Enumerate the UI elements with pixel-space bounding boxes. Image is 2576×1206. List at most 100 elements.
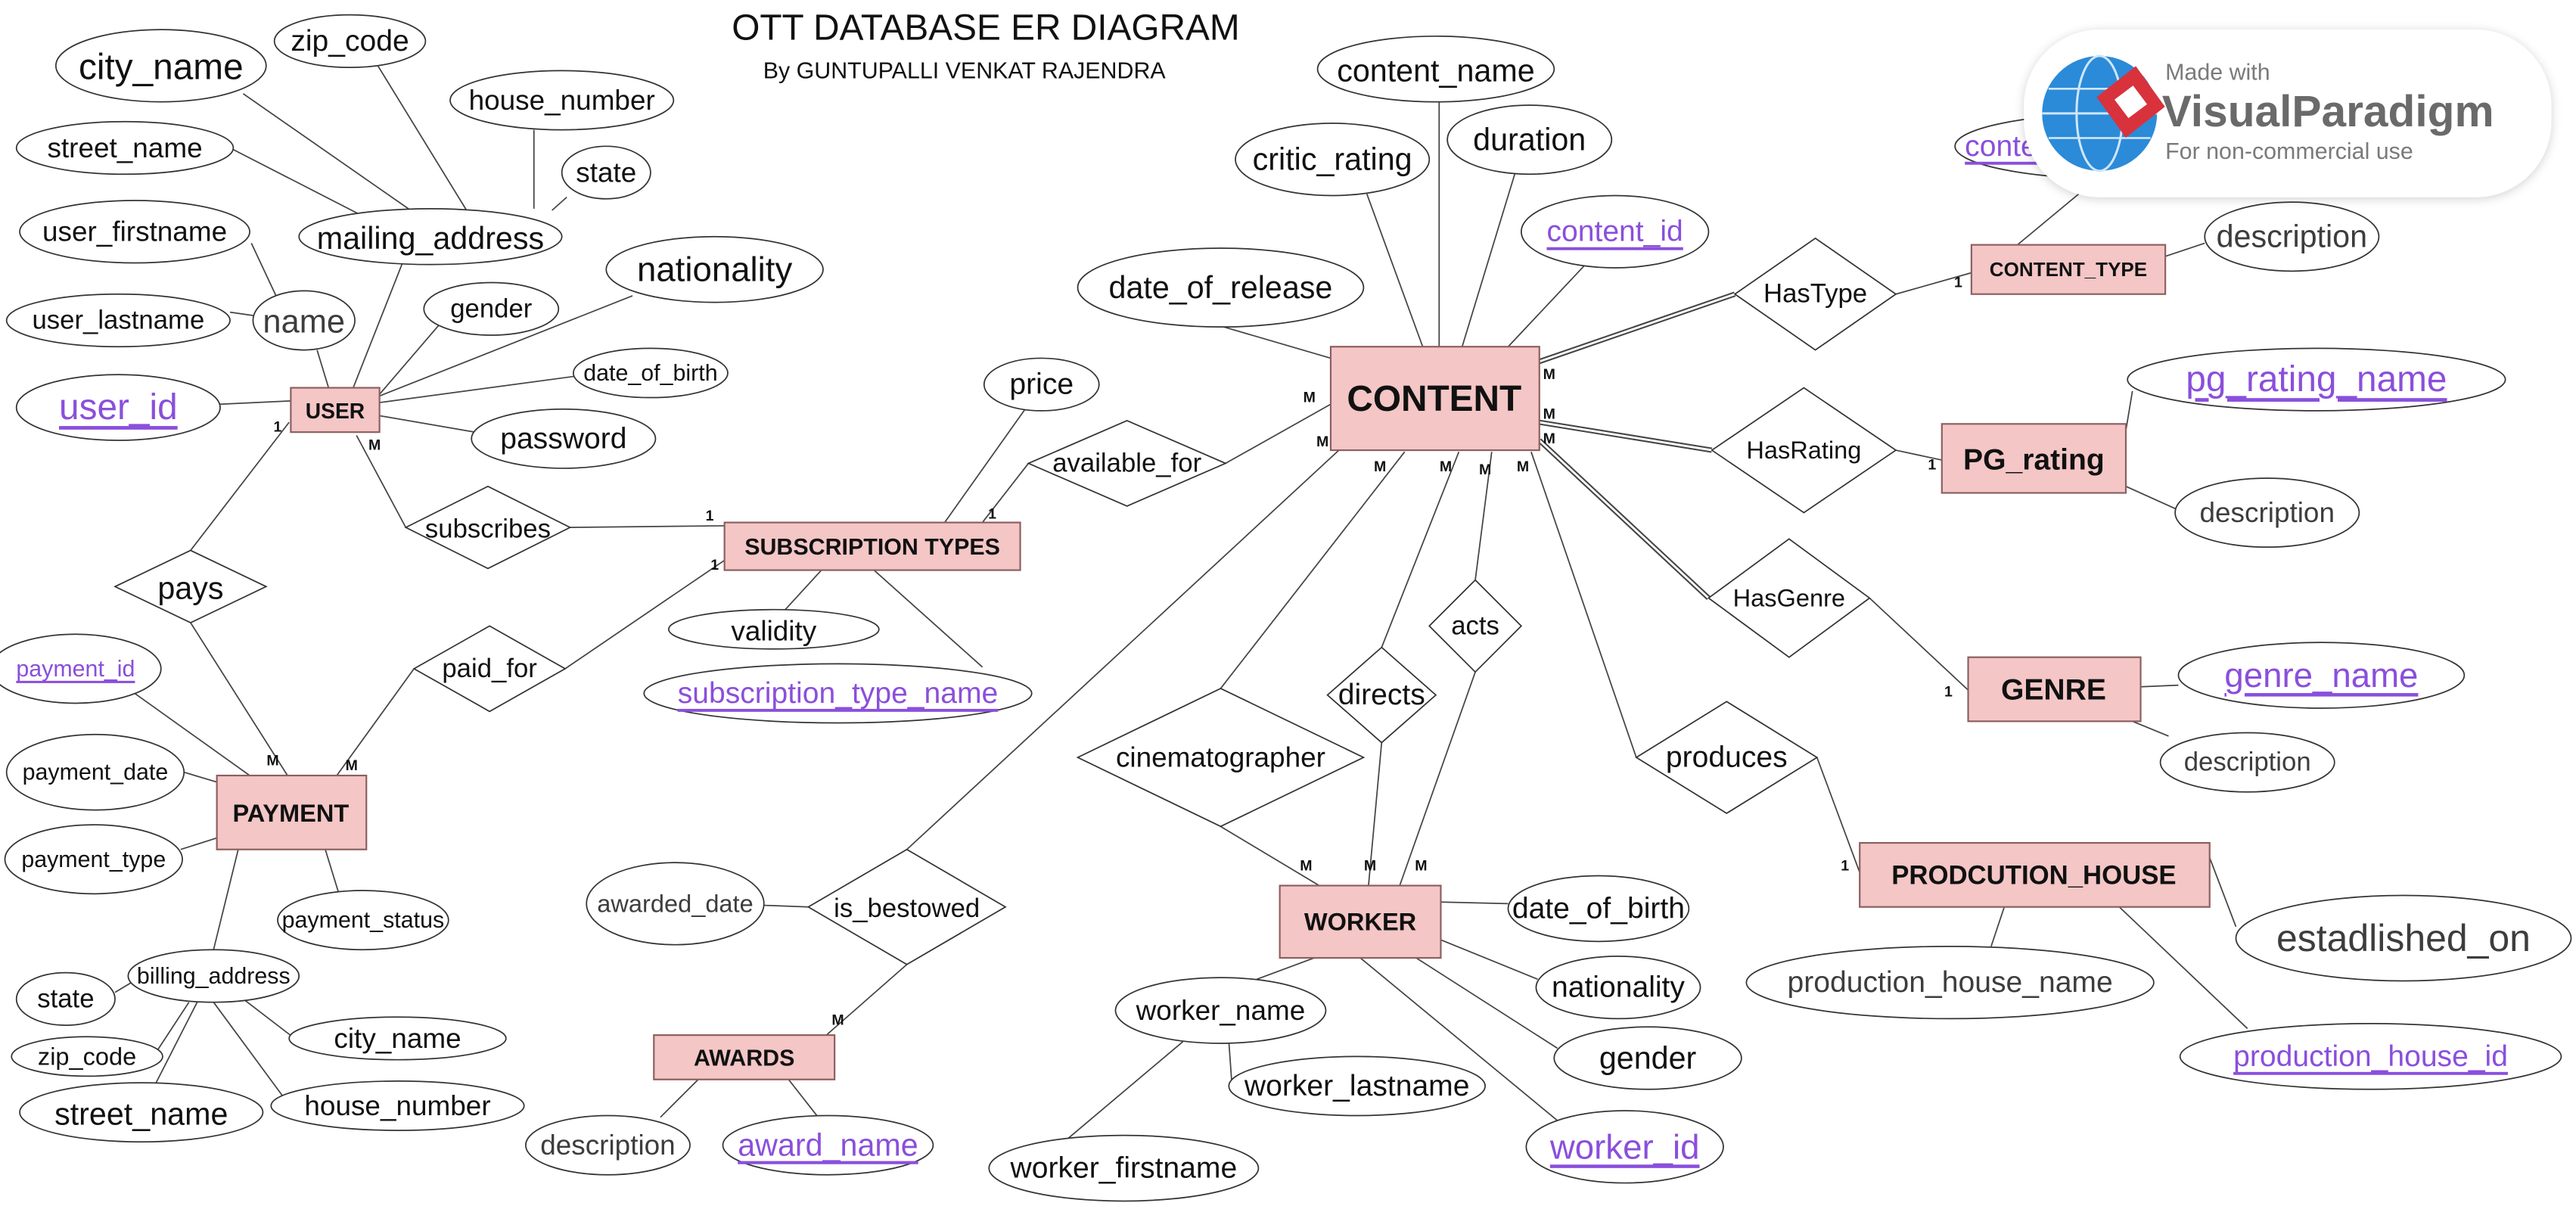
connector-produces-production-house — [1816, 757, 1861, 873]
connector-worker-id — [1359, 957, 1558, 1121]
relationship-pays-diamond — [113, 549, 268, 624]
billing-zip-code-oval — [11, 1036, 163, 1077]
cardinality-marks: M 1 1 M M 1 1 M M 1 M 1 M 1 M 1 M M M M … — [266, 275, 1962, 1029]
cardinality-content-available-for: M — [1304, 390, 1316, 406]
cardinality-content-directs: M — [1440, 458, 1452, 475]
relationship-subscribes: subscribes — [404, 485, 572, 570]
date-of-release-label: date_of_release — [1109, 270, 1333, 305]
cardinality-subscription-available-for: 1 — [988, 506, 996, 523]
connector-name-lastname — [229, 311, 253, 316]
cardinality-content-cinematographer: M — [1374, 458, 1386, 475]
connector-worker-name — [1256, 957, 1315, 981]
relationship-produces-label: produces — [1666, 741, 1788, 774]
billing-street-name-oval — [19, 1082, 264, 1143]
relationship-acts: acts — [1428, 579, 1523, 673]
connector-content-cinematographer — [1220, 451, 1406, 689]
worker-gender-oval — [1553, 1026, 1742, 1090]
entity-content-label: CONTENT — [1347, 379, 1521, 419]
pg-rating-description-oval — [2174, 477, 2360, 549]
entity-user-label: USER — [306, 399, 365, 423]
connector-user-date-of-birth — [379, 375, 576, 403]
connector-mailing-zip-code — [377, 65, 468, 211]
connector-content-critic-rating — [1366, 193, 1424, 347]
user-id-label: user_id — [59, 387, 178, 427]
relationship-hastype-label: HasType — [1763, 280, 1867, 309]
watermark-brand: VisualParadigm — [2162, 87, 2494, 136]
relationship-hasgenre-label: HasGenre — [1733, 584, 1845, 611]
connector-hastype-content-type — [1895, 272, 1972, 295]
connector-billing-house-number — [213, 1002, 284, 1096]
date-of-release-oval — [1077, 247, 1365, 328]
user-lastname-oval — [5, 293, 231, 348]
relationship-pays: pays — [113, 549, 268, 624]
relationship-produces-diamond — [1635, 701, 1819, 814]
user-firstname-label: user_firstname — [42, 216, 227, 247]
relationship-cinematographer: cinematographer — [1076, 687, 1366, 828]
connector-user-gender — [378, 325, 440, 395]
cardinality-production-house-produces: 1 — [1841, 857, 1849, 874]
content-type-description-oval — [2204, 201, 2380, 272]
entity-payment-box — [216, 774, 368, 850]
connector-ph-id — [2118, 906, 2248, 1030]
connector-paid-for-payment — [336, 668, 415, 776]
cardinality-user-pays: 1 — [274, 419, 282, 436]
diagram-title: OTT DATABASE ER DIAGRAM — [732, 8, 1239, 48]
attributes-production-house: estadlished_on production_house_name pro… — [1745, 894, 2572, 1090]
cardinality-worker-cinematographer: M — [1300, 857, 1312, 874]
entity-subscription-types-label: SUBSCRIPTION TYPES — [744, 534, 1000, 560]
connector-acts-worker — [1399, 671, 1476, 886]
billing-state-label: state — [37, 984, 94, 1013]
cardinality-content-produces: M — [1517, 458, 1529, 475]
street-name-label: street_name — [47, 132, 202, 163]
cardinality-pg-rating-hasrating: 1 — [1928, 457, 1936, 474]
entity-payment-label: PAYMENT — [232, 800, 349, 827]
content-id-oval — [1520, 194, 1710, 269]
worker-lastname-oval — [1228, 1055, 1486, 1117]
genre-name-oval — [2177, 642, 2466, 709]
mailing-address-oval — [298, 207, 563, 266]
connector-awards-description — [660, 1079, 699, 1118]
established-on-label: estadlished_on — [2276, 917, 2531, 959]
mailing-address-label: mailing_address — [317, 221, 544, 256]
payment-type-label: payment_type — [21, 847, 166, 872]
relationship-is-bestowed-label: is_bestowed — [834, 894, 980, 923]
house-number-label: house_number — [469, 85, 655, 116]
cardinality-subscription-paid-for: 1 — [710, 557, 719, 573]
watermark-note: For non-commercial use — [2165, 138, 2413, 164]
worker-nationality-label: nationality — [1552, 971, 1685, 1004]
awarded-date-oval — [586, 862, 765, 946]
relationship-available-for-label: available_for — [1052, 449, 1201, 477]
entity-content-type-label: CONTENT_TYPE — [1990, 258, 2147, 281]
entity-content-type: CONTENT_TYPE — [1970, 244, 2167, 295]
genre-description-label: description — [2184, 748, 2311, 777]
user-id-oval — [15, 374, 221, 441]
payment-status-label: payment_status — [282, 907, 445, 933]
street-name-oval — [15, 120, 235, 176]
connector-pg-rating-name — [2125, 390, 2133, 431]
entity-subscription-types-box — [723, 521, 1021, 571]
billing-zip-code-label: zip_code — [38, 1043, 136, 1070]
entity-content-box — [1329, 346, 1540, 452]
connector-content-is-bestowed — [906, 449, 1340, 850]
relationship-is-bestowed: is_bestowed — [806, 848, 1007, 965]
awarded-date-label: awarded_date — [597, 890, 753, 917]
pg-rating-description-label: description — [2200, 497, 2335, 528]
production-house-name-oval — [1745, 945, 2155, 1020]
paradigm-logo-icon — [2096, 66, 2165, 138]
attributes-user: city_name zip_code house_number state st… — [5, 14, 824, 469]
content-id-label: content_id — [1546, 216, 1683, 248]
relationship-directs-label: directs — [1338, 679, 1425, 711]
content-name-oval — [1316, 35, 1555, 103]
cardinality-content-type-hastype: 1 — [1954, 275, 1962, 291]
entity-worker-box — [1279, 884, 1442, 959]
state-oval — [561, 145, 651, 200]
connector-directs-worker — [1368, 742, 1383, 886]
connector-user-mailing-address — [353, 263, 403, 388]
content-type-description-label: description — [2217, 219, 2367, 254]
price-label: price — [1009, 368, 1074, 401]
awards-description-label: description — [540, 1130, 675, 1161]
connector-awards-name — [788, 1079, 819, 1118]
attributes-payment: payment_id payment_date payment_type pay… — [0, 633, 525, 1143]
entity-genre: GENRE — [1967, 656, 2142, 723]
award-name-label: award_name — [738, 1128, 918, 1163]
